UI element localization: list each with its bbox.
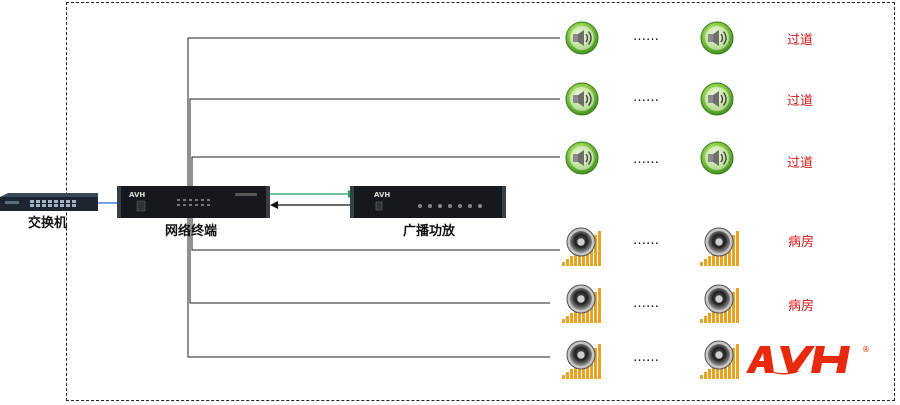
zone-label: 过道 [787, 94, 814, 109]
wall-speaker-icon [565, 21, 599, 55]
ceiling-speaker-icon [700, 226, 744, 266]
terminal-label: 网络终端 [165, 224, 218, 239]
ellipsis: …… [633, 350, 659, 365]
svg-text:AVH: AVH [374, 191, 390, 199]
ceiling-speaker-icon [700, 339, 744, 379]
corridor-bus [187, 37, 560, 186]
ellipsis: …… [633, 152, 659, 167]
zone-label: 病房 [788, 235, 815, 250]
avh-logo: ® [746, 345, 870, 375]
registered-mark: ® [862, 345, 870, 354]
ceiling-speaker-icon [562, 339, 606, 379]
zone-label: 病房 [788, 299, 815, 314]
network-terminal: AVH [117, 186, 270, 218]
ellipsis: …… [633, 296, 659, 311]
zone-label: 过道 [787, 156, 814, 171]
ellipsis: …… [633, 29, 659, 44]
ceiling-speaker-icon [562, 226, 606, 266]
wall-speaker-icon [565, 82, 599, 116]
switch-label: 交换机 [28, 216, 68, 231]
audio-return-arrow [270, 201, 278, 209]
wall-speaker-icon [565, 141, 599, 175]
zone-label: 过道 [787, 33, 814, 48]
svg-text:AVH: AVH [129, 191, 145, 199]
wall-speaker-icon [700, 82, 734, 116]
ward-bus [187, 218, 560, 358]
network-switch [0, 193, 98, 211]
ceiling-speaker-icon [700, 283, 744, 323]
wall-speaker-icon [700, 141, 734, 175]
wall-speaker-icon [700, 21, 734, 55]
amplifier-label: 广播功放 [403, 224, 456, 239]
broadcast-amplifier: AVH [350, 186, 506, 218]
ceiling-speaker-icon [562, 283, 606, 323]
ellipsis: …… [633, 233, 659, 248]
ellipsis: …… [633, 90, 659, 105]
